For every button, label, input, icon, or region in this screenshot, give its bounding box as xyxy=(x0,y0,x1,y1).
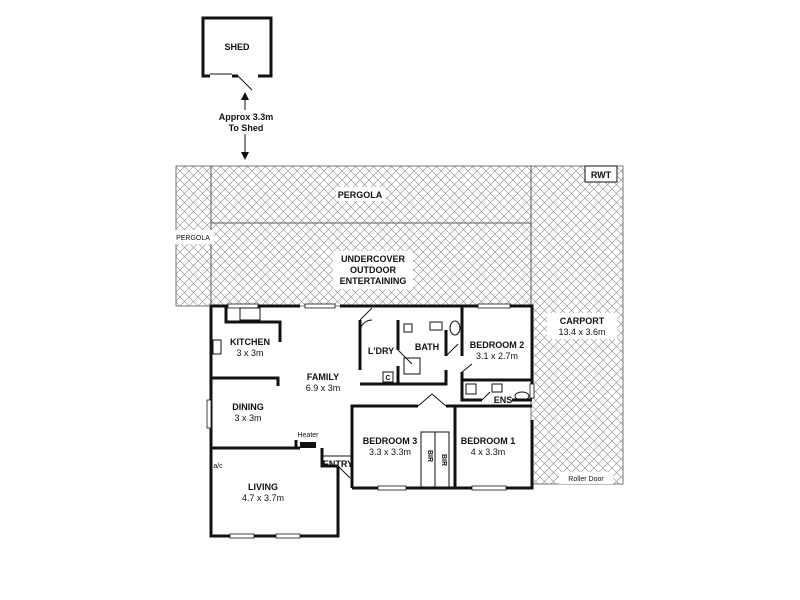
carport-dim: 13.4 x 3.6m xyxy=(558,327,605,337)
ens-shower xyxy=(465,383,477,395)
family-label: FAMILY xyxy=(307,372,339,382)
undercover-label: UNDERCOVER xyxy=(341,254,406,264)
living-dim: 4.7 x 3.7m xyxy=(242,493,284,503)
bir-label-2: BIR xyxy=(440,454,447,466)
heater-label: Heater xyxy=(297,432,319,439)
fixtures xyxy=(212,307,530,448)
ensuite-label: ENS xyxy=(494,395,513,405)
dining-dim: 3 x 3m xyxy=(234,413,261,423)
to-shed-label: To Shed xyxy=(229,123,264,133)
entry-label: ENTRY xyxy=(323,459,353,469)
bedroom3-dim: 3.3 x 3.3m xyxy=(369,447,411,457)
rwt-label: RWT xyxy=(591,170,612,180)
heater-unit xyxy=(300,442,316,448)
bedroom2-dim: 3.1 x 2.7m xyxy=(476,351,518,361)
bedroom1-label: BEDROOM 1 xyxy=(461,436,516,446)
kitchen-label: KITCHEN xyxy=(230,337,270,347)
pergola-top-label: PERGOLA xyxy=(338,190,383,200)
cupboard-label: C xyxy=(385,375,390,382)
ens-vanity xyxy=(491,383,503,393)
bath-vanity xyxy=(429,321,443,331)
ens-toilet xyxy=(514,391,530,401)
windows xyxy=(206,303,535,539)
shed-label: SHED xyxy=(224,42,250,52)
shed: SHED xyxy=(201,16,273,91)
cupboard-box xyxy=(382,371,394,383)
shed-distance-arrow: Approx 3.3m To Shed xyxy=(215,92,277,160)
rwt-tank xyxy=(584,165,618,183)
carport-label: CARPORT xyxy=(560,316,605,326)
aircon-label: a/c xyxy=(213,463,223,470)
family-dim: 6.9 x 3m xyxy=(306,383,341,393)
approx-distance-label: Approx 3.3m xyxy=(219,112,274,122)
bedroom1-dim: 4 x 3.3m xyxy=(471,447,506,457)
bedroom3-label: BEDROOM 3 xyxy=(363,436,418,446)
entertaining-label: ENTERTAINING xyxy=(340,276,407,286)
kitchen-sink xyxy=(239,307,261,321)
bedroom2-label: BEDROOM 2 xyxy=(470,340,525,350)
shower xyxy=(403,357,421,375)
outdoor-label: OUTDOOR xyxy=(350,265,396,275)
roller-door-label: Roller Door xyxy=(568,476,604,483)
living-label: LIVING xyxy=(248,482,278,492)
shed-door-swing xyxy=(237,75,253,91)
laundry-label: L'DRY xyxy=(368,346,394,356)
kitchen-dim: 3 x 3m xyxy=(236,348,263,358)
toilet xyxy=(449,320,461,336)
cooktop xyxy=(212,339,222,355)
bath-label: BATH xyxy=(415,342,439,352)
pergola-side-label: PERGOLA xyxy=(176,235,210,242)
laundry-tub xyxy=(403,323,413,333)
doors xyxy=(337,307,491,479)
bir-label-1: BIR xyxy=(426,450,433,462)
dining-label: DINING xyxy=(232,402,264,412)
